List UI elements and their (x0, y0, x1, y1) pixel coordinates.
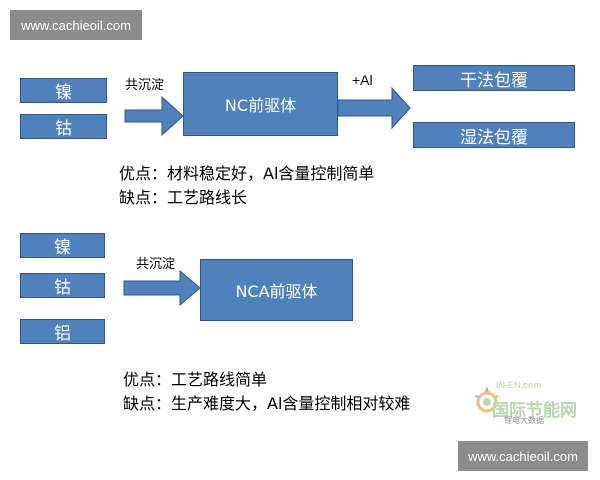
wet-coating-box: 湿法包覆 (413, 122, 575, 148)
sun-icon (474, 386, 500, 413)
element-cobalt-box-2: 钴 (20, 273, 105, 298)
cons-note-2: 缺点：生产难度大，Al含量控制相对较难 (123, 394, 411, 413)
logo-sub-text: IN-EN.com (496, 380, 542, 390)
cons-note-1: 缺点：工艺路线长 (119, 188, 248, 207)
pros-note-1: 优点：材料稳定好，Al含量控制简单 (119, 164, 375, 183)
coprecipitation-label-2: 共沉淀 (136, 257, 176, 272)
logo-text: 国际节能网 (492, 401, 577, 420)
in-en-logo: IN-EN.com 国际节能网 锂电大数据 (470, 378, 590, 428)
pros-note-2: 优点：工艺路线简单 (123, 370, 268, 389)
dry-coating-box: 干法包覆 (413, 65, 575, 91)
arrow-coprecipitation-1 (124, 95, 184, 137)
logo-caption: 锂电大数据 (504, 416, 544, 425)
arrow-coprecipitation-2 (123, 269, 201, 307)
arrow-add-al (337, 86, 411, 130)
add-al-label: +Al (352, 72, 373, 88)
watermark-bottom[interactable]: www.cachieoil.com (458, 441, 588, 471)
watermark-top[interactable]: www.cachieoil.com (10, 10, 142, 40)
nca-precursor-box: NCA前驱体 (200, 259, 353, 321)
element-nickel-box-2: 镍 (20, 233, 105, 258)
element-aluminum-box: 铝 (20, 319, 105, 344)
nc-precursor-box: NC前驱体 (183, 72, 338, 136)
element-cobalt-box: 钴 (20, 114, 107, 139)
element-nickel-box: 镍 (20, 78, 107, 103)
coprecipitation-label-1: 共沉淀 (125, 78, 165, 93)
